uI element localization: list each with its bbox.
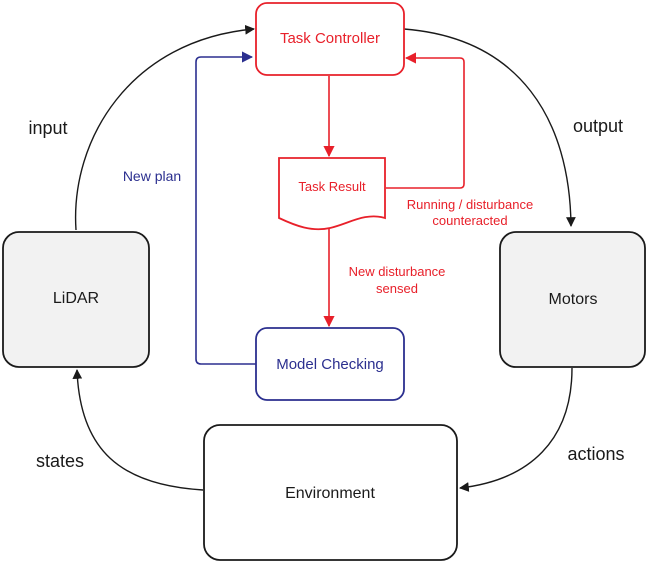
edge-modelcheck-to-controller	[195, 51, 256, 365]
lidar-label: LiDAR	[53, 290, 99, 307]
node-model-checking: Model Checking	[255, 327, 405, 401]
edge-lidar-to-controller	[74, 24, 255, 231]
edge-environment-to-lidar	[72, 369, 204, 491]
label-input: input	[28, 118, 67, 138]
motors-label: Motors	[549, 291, 598, 308]
node-task-result: Task Result	[278, 157, 386, 231]
label-new-disturbance-line2: sensed	[376, 281, 418, 296]
task-result-label: Task Result	[298, 179, 366, 194]
label-output: output	[573, 116, 623, 136]
node-environment: Environment	[203, 424, 458, 561]
model-checking-label: Model Checking	[276, 356, 384, 373]
node-task-controller: Task Controller	[255, 2, 405, 76]
label-new-plan: New plan	[123, 168, 181, 184]
label-running-line1: Running / disturbance	[407, 197, 533, 212]
label-new-disturbance-line1: New disturbance	[349, 264, 446, 279]
environment-label: Environment	[285, 485, 375, 502]
label-states: states	[36, 451, 84, 471]
task-controller-label: Task Controller	[280, 30, 380, 47]
edge-controller-to-motors	[403, 28, 576, 227]
edge-motors-to-environment	[459, 367, 573, 492]
node-lidar: LiDAR	[2, 231, 150, 368]
label-running-line2: counteracted	[432, 213, 507, 228]
edge-result-to-controller	[386, 52, 465, 189]
node-motors: Motors	[499, 231, 646, 368]
label-actions: actions	[567, 444, 624, 464]
